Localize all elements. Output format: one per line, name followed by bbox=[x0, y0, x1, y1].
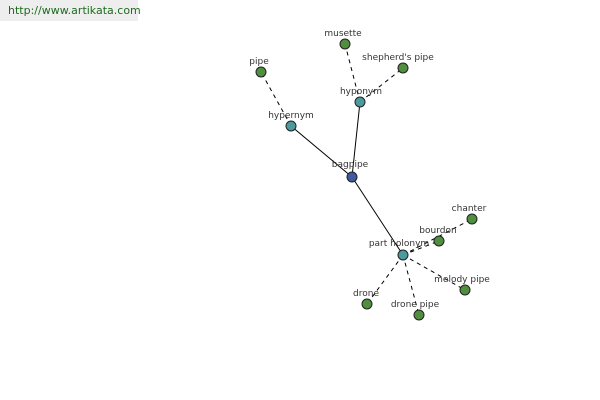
source-link[interactable]: http://www.artikata.com bbox=[0, 0, 141, 21]
node-label-drone: drone bbox=[353, 289, 379, 299]
node-musette[interactable] bbox=[339, 38, 351, 50]
edge-bagpipe-part_holonym bbox=[351, 176, 404, 256]
edge-hyponym-shepherds_pipe bbox=[359, 67, 404, 103]
node-label-pipe: pipe bbox=[249, 57, 269, 67]
graph-nodes bbox=[255, 38, 478, 321]
node-pipe[interactable] bbox=[255, 66, 267, 78]
edge-part_holonym-melody_pipe bbox=[402, 254, 466, 291]
edge-part_holonym-drone_pipe bbox=[402, 254, 420, 316]
node-bourdon[interactable] bbox=[433, 235, 445, 247]
edge-part_holonym-drone bbox=[366, 254, 404, 305]
node-bagpipe[interactable] bbox=[346, 171, 358, 183]
edge-hypernym-pipe bbox=[260, 71, 292, 127]
node-label-drone_pipe: drone pipe bbox=[391, 300, 440, 310]
node-shepherds_pipe[interactable] bbox=[397, 62, 409, 74]
edge-hyponym-musette bbox=[344, 43, 361, 103]
graph-edges bbox=[260, 43, 473, 316]
node-label-melody_pipe: melody pipe bbox=[434, 275, 490, 285]
node-melody_pipe[interactable] bbox=[459, 284, 471, 296]
edge-bagpipe-hyponym bbox=[351, 101, 361, 178]
node-label-chanter: chanter bbox=[452, 204, 487, 214]
node-label-shepherds_pipe: shepherd's pipe bbox=[362, 53, 434, 63]
node-hyponym[interactable] bbox=[354, 96, 366, 108]
edge-bagpipe-hypernym bbox=[290, 125, 353, 178]
node-drone_pipe[interactable] bbox=[413, 309, 425, 321]
node-label-musette: musette bbox=[324, 29, 362, 39]
edge-part_holonym-chanter bbox=[402, 218, 473, 256]
edge-part_holonym-bourdon bbox=[402, 240, 440, 256]
node-label-hyponym: hyponym bbox=[340, 87, 382, 97]
node-hypernym[interactable] bbox=[285, 120, 297, 132]
node-label-bourdon: bourdon bbox=[419, 226, 456, 236]
graph-labels: bagpipe hypernym hyponym part holonym pipe mu… bbox=[249, 29, 490, 310]
node-label-bagpipe: bagpipe bbox=[332, 160, 369, 170]
node-part_holonym[interactable] bbox=[397, 249, 409, 261]
node-label-hypernym: hypernym bbox=[268, 111, 314, 121]
node-label-part_holonym: part holonym bbox=[369, 239, 429, 249]
node-chanter[interactable] bbox=[466, 213, 478, 225]
node-drone[interactable] bbox=[361, 298, 373, 310]
